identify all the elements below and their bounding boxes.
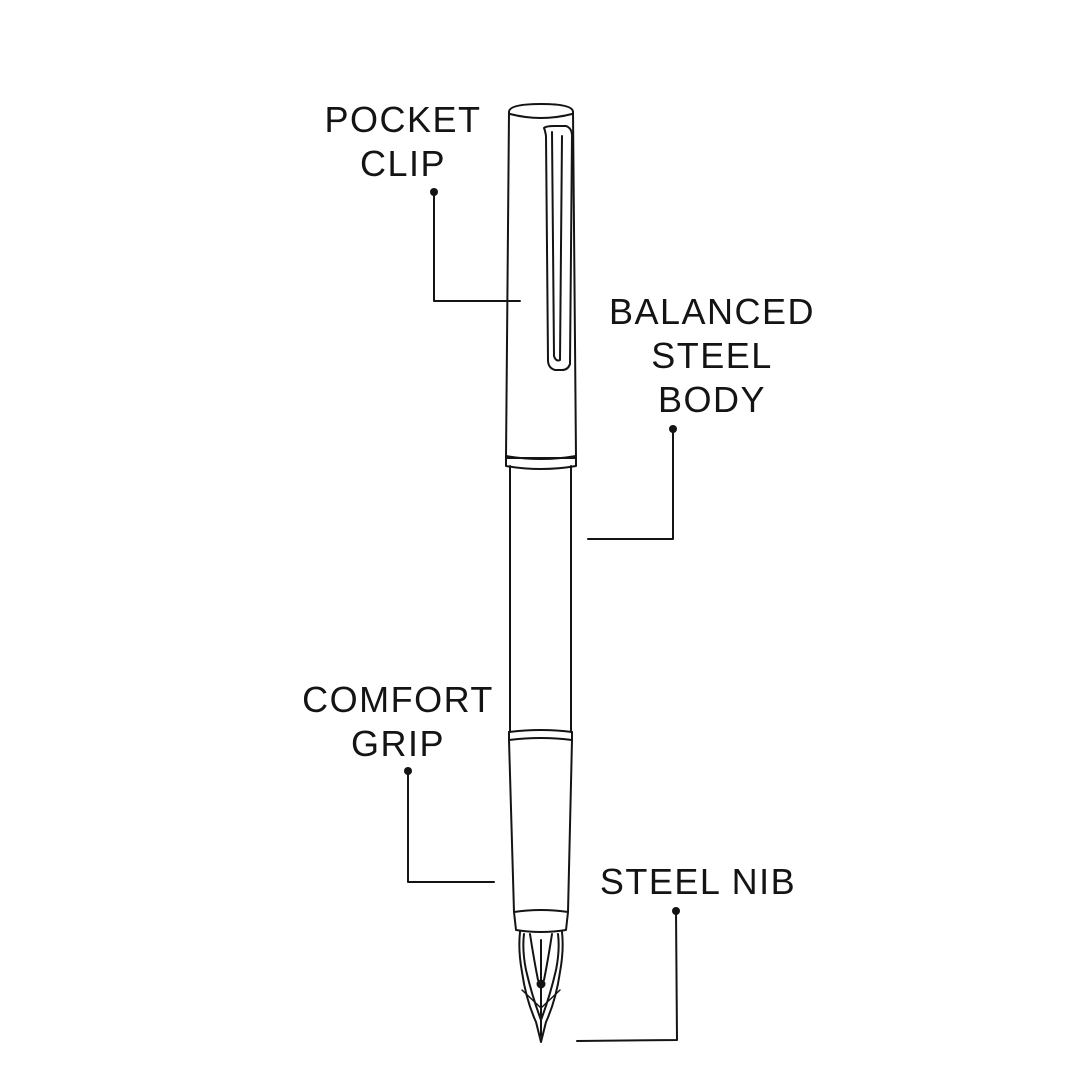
- label-body-line1: BALANCED: [608, 291, 816, 332]
- label-body-line3: BODY: [657, 379, 767, 420]
- pen-cap: [505, 103, 577, 459]
- label-pocket-clip: POCKET CLIP: [324, 98, 481, 186]
- label-steel-nib: STEEL NIB: [600, 860, 796, 904]
- leader-steel-nib: [576, 907, 680, 1042]
- pocket-clip-shape: [543, 125, 573, 371]
- label-body-line2: STEEL: [651, 335, 773, 376]
- leader-comfort-grip: [404, 767, 495, 883]
- label-grip-line2: GRIP: [350, 723, 446, 764]
- leader-pocket-clip: [430, 188, 521, 302]
- steel-nib-shape: [518, 931, 564, 1043]
- label-nib-line1: STEEL NIB: [599, 861, 797, 902]
- cap-ring: [505, 455, 577, 470]
- label-grip-line1: COMFORT: [302, 679, 494, 720]
- leader-balanced-steel-body: [587, 425, 677, 540]
- pen-barrel: [509, 465, 572, 733]
- label-pocket-clip-line1: POCKET: [324, 99, 482, 140]
- label-pocket-clip-line2: CLIP: [359, 143, 447, 184]
- label-balanced-steel-body: BALANCED STEEL BODY: [609, 290, 815, 422]
- label-comfort-grip: COMFORT GRIP: [302, 678, 494, 766]
- pen-grip: [508, 729, 573, 933]
